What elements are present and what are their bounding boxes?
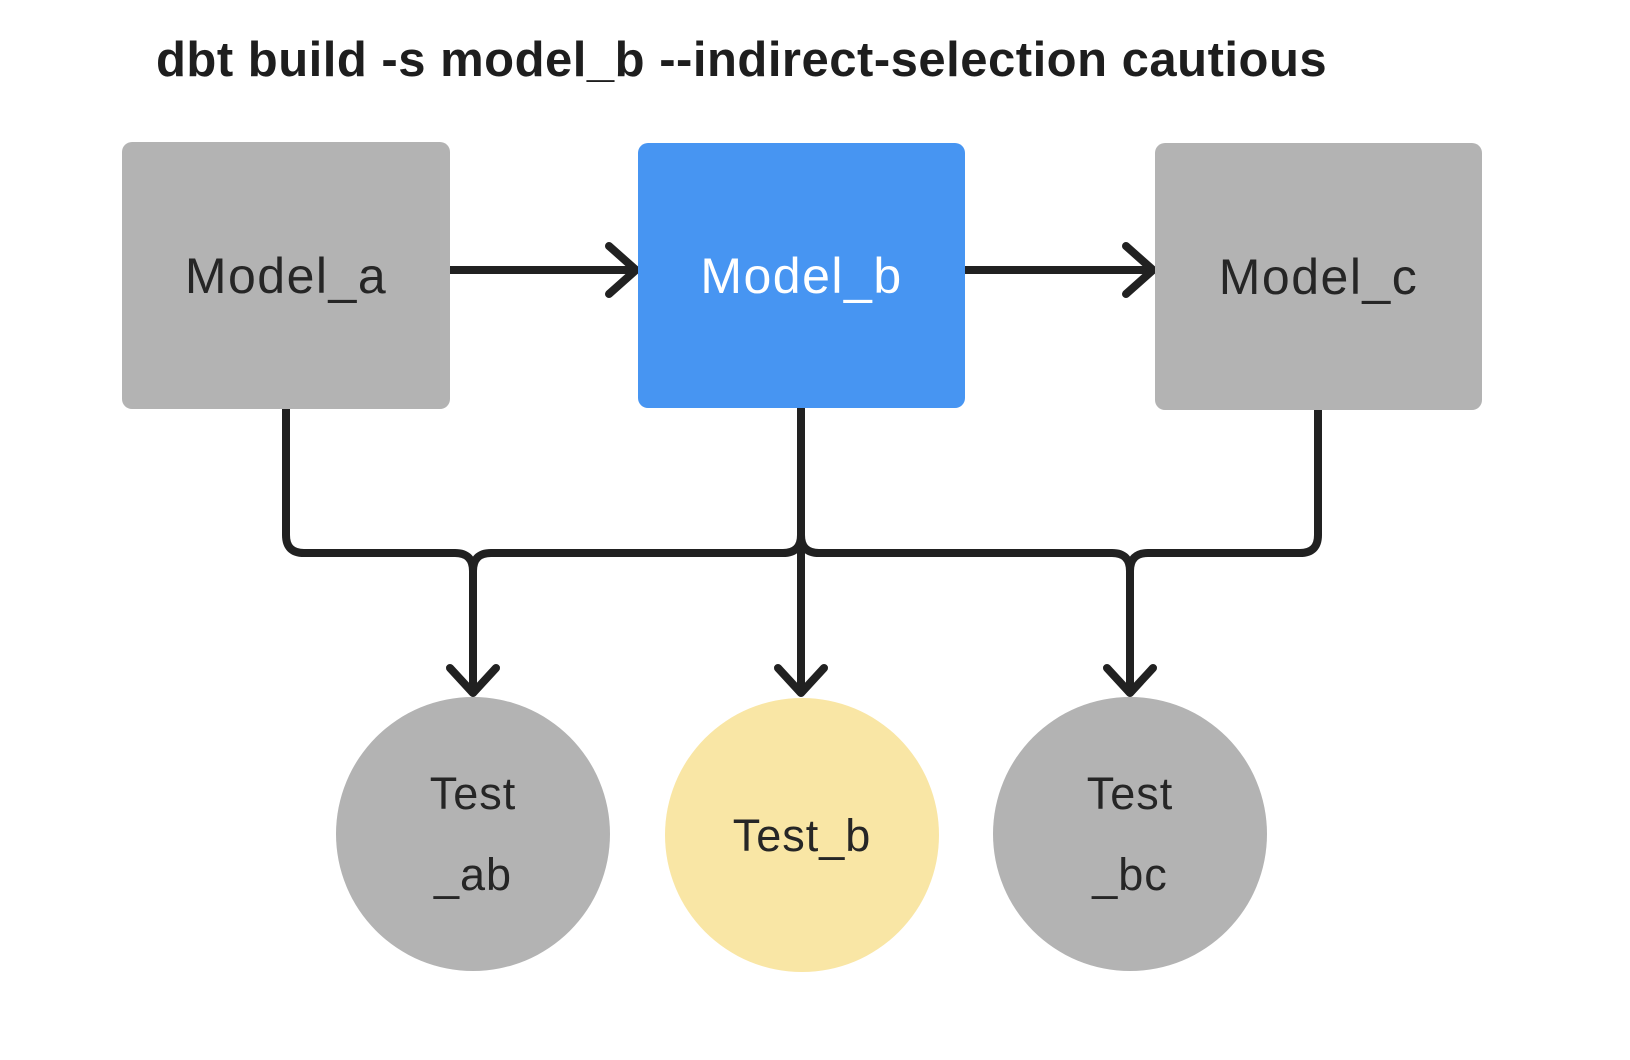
arrowhead-test-ab-icon (446, 664, 500, 697)
edge-model-b-to-test-bc (797, 405, 1134, 692)
node-model-b-selected: Model_b (638, 143, 965, 408)
arrowhead-test-bc-icon (1103, 664, 1157, 697)
edge-model-c-to-test-bc (1126, 405, 1322, 692)
node-test-b-included: Test_b (665, 698, 939, 972)
diagram-title: dbt build -s model_b --indirect-selectio… (156, 33, 1328, 87)
node-test-bc-label-line1: Test (1086, 768, 1174, 819)
arrowhead-model-b-icon (605, 242, 640, 298)
arrowhead-model-c-icon (1122, 242, 1157, 298)
node-test-ab-label-line2: _ab (433, 849, 513, 900)
edge-model-b-to-test-ab (469, 405, 805, 692)
node-model-a: Model_a (122, 142, 450, 409)
node-test-bc: Test _bc (993, 697, 1267, 971)
node-model-b-label: Model_b (700, 247, 903, 304)
node-model-a-label: Model_a (184, 247, 388, 304)
node-model-c: Model_c (1155, 143, 1482, 410)
node-test-ab: Test _ab (336, 697, 610, 971)
node-test-bc-label-line2: _bc (1092, 849, 1168, 900)
edge-model-a-to-test-ab (282, 405, 477, 692)
node-test-b-label: Test_b (732, 809, 872, 861)
node-model-c-label: Model_c (1218, 248, 1419, 305)
arrowhead-test-b-icon (774, 664, 828, 697)
node-test-ab-label-line1: Test (429, 768, 517, 819)
